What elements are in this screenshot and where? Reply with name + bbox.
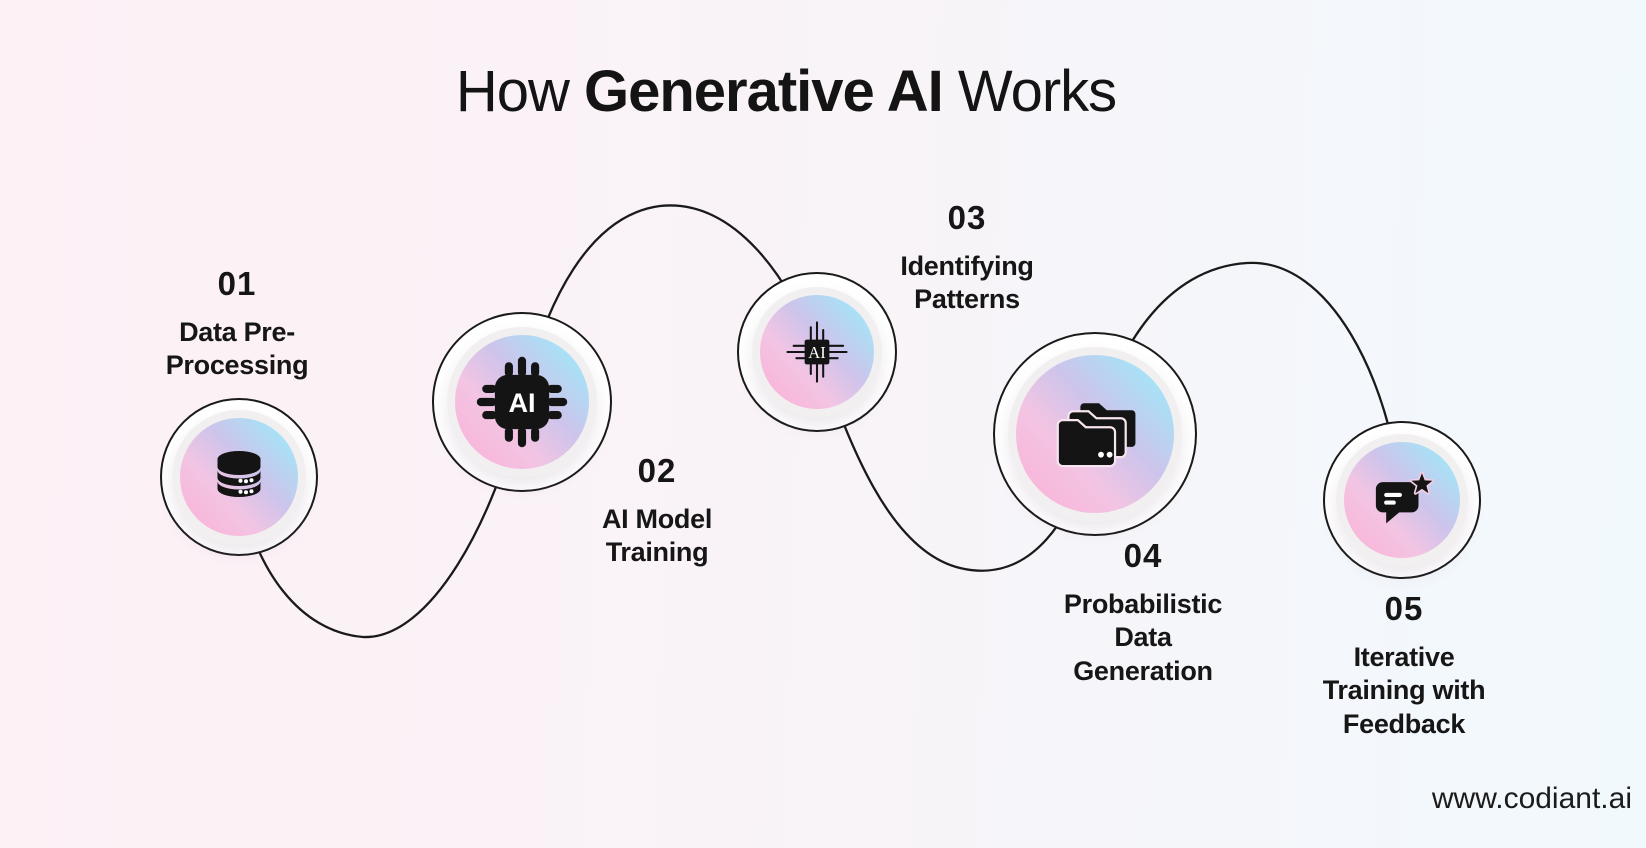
step-number: 03 (947, 199, 987, 236)
ai-chip-text: AI (508, 387, 535, 418)
folders-icon (1056, 403, 1136, 468)
database-icon (217, 451, 261, 497)
step-1-node (160, 398, 318, 556)
step-number: 02 (637, 452, 677, 489)
step-label: Probabilistic Data Generation (1063, 589, 1223, 686)
page-title: How Generative AI Works (455, 58, 1117, 125)
step-4-bubble (1008, 347, 1182, 521)
ai-chip-icon: AI (476, 356, 568, 448)
title-suffix: Works (942, 59, 1117, 124)
step-2-bubble: AI (447, 327, 597, 477)
step-2-label-block: 02 AI Model Training (602, 452, 712, 570)
title-prefix: How (455, 59, 584, 124)
step-number: 01 (217, 265, 257, 302)
title-highlight: Generative AI (583, 59, 944, 124)
step-5-label-block: 05 Iterative Training with Feedback (1323, 590, 1486, 741)
ai-chip-alt-text: AI (808, 343, 825, 362)
step-2-node: AI (432, 312, 612, 492)
step-5-bubble (1336, 434, 1468, 566)
step-1-bubble (172, 410, 306, 544)
chat-star-icon (1375, 471, 1435, 524)
step-label: Identifying Patterns (900, 251, 1034, 315)
step-label: Iterative Training with Feedback (1322, 642, 1486, 739)
step-4-node (993, 332, 1197, 536)
step-3-node: AI (737, 272, 897, 432)
step-number: 04 (1123, 537, 1163, 574)
ai-chip-alt-icon: AI (786, 321, 848, 383)
step-4-label-block: 04 Probabilistic Data Generation (1064, 537, 1222, 688)
step-1-label-block: 01 Data Pre- Processing (166, 265, 309, 383)
step-label: Data Pre- Processing (165, 317, 309, 381)
step-5-node (1323, 421, 1481, 579)
website-url: www.codiant.ai (1431, 782, 1632, 815)
step-3-label-block: 03 Identifying Patterns (900, 199, 1034, 317)
step-number: 05 (1384, 590, 1424, 627)
step-3-bubble: AI (752, 287, 882, 417)
step-label: AI Model Training (601, 504, 713, 568)
